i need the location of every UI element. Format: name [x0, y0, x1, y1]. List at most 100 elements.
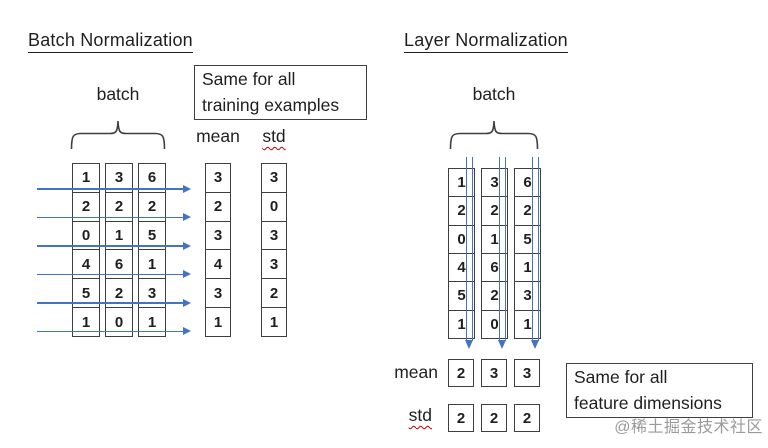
bn-batch-label: batch: [96, 84, 140, 104]
matrix-cell: 2: [139, 191, 165, 221]
col-arrow-head-icon: [464, 340, 473, 349]
layer-norm-title: Layer Normalization: [404, 30, 568, 53]
row-arrow-line: [37, 245, 184, 247]
row-arrow-head-icon: [183, 184, 191, 193]
col-arrow-line: [471, 157, 474, 341]
ln-std-label: std: [388, 405, 432, 426]
matrix-cell: 0: [73, 220, 99, 250]
bn-batch-brace-icon: [70, 120, 166, 150]
matrix-cell: 2: [482, 196, 507, 224]
matrix-cell: 6: [147, 169, 157, 187]
matrix-cell: 1: [73, 307, 99, 336]
matrix-cell: 2: [106, 278, 132, 307]
matrix-cell: 6: [482, 252, 507, 281]
matrix-cell: 4: [73, 249, 99, 278]
matrix-cell: 1: [262, 307, 286, 336]
col-arrow-head-icon: [497, 340, 506, 349]
row-arrow-head-icon: [183, 241, 191, 250]
matrix-cell: 1: [81, 169, 91, 187]
matrix-cell: 4: [206, 249, 230, 278]
matrix-cell: 2: [73, 191, 99, 221]
row-arrow-line: [37, 216, 184, 219]
bn-mean-label: mean: [196, 126, 240, 146]
row-arrow-line: [37, 330, 184, 333]
matrix-cell: 5: [73, 278, 99, 307]
matrix-cell: 5: [515, 224, 540, 253]
matrix-cell: 3: [206, 220, 230, 250]
ln-std-cell: 2: [514, 404, 540, 432]
ln-std-label-text: std: [408, 405, 432, 425]
matrix-cell: 1: [515, 252, 540, 281]
row-arrow-line: [37, 273, 184, 276]
matrix-cell: 3: [114, 169, 124, 187]
col-arrow-line: [465, 157, 468, 341]
matrix-cell: 1: [139, 249, 165, 278]
row-arrow-head-icon: [183, 213, 191, 222]
matrix-cell: 1: [106, 220, 132, 250]
matrix-cell: 2: [206, 191, 230, 221]
matrix-cell: 1: [449, 309, 474, 338]
matrix-cell: 5: [449, 281, 474, 309]
matrix-cell: 2: [449, 196, 474, 224]
ln-note-box: Same for all feature dimensions: [566, 363, 753, 418]
ln-mean-label: mean: [394, 362, 438, 382]
ln-std-cell: 2: [481, 404, 507, 432]
matrix-cell: 2: [482, 281, 507, 309]
row-arrow-line: [37, 302, 184, 304]
matrix-cell: 4: [449, 252, 474, 281]
matrix-cell: 3: [262, 220, 286, 250]
matrix-cell: 0: [262, 191, 286, 221]
bn-note-line2: training examples: [202, 94, 340, 115]
matrix-cell: 3: [213, 169, 223, 187]
matrix-cell: 3: [269, 169, 279, 187]
ln-batch-brace-icon: [449, 120, 539, 150]
bn-note-line1: Same for all: [202, 69, 296, 89]
ln-mean-cell: 2: [448, 359, 474, 387]
matrix-cell: 1: [515, 309, 540, 338]
matrix-cell: 1: [482, 224, 507, 253]
matrix-cell: 2: [515, 196, 540, 224]
ln-note-line1: Same for all: [574, 367, 668, 387]
row-arrow-line: [37, 188, 184, 190]
matrix-cell: 0: [106, 307, 132, 336]
matrix-cell: 3: [262, 249, 286, 278]
matrix-cell: 0: [482, 309, 507, 338]
bn-std-label: std: [254, 126, 294, 147]
ln-std-cell: 2: [448, 404, 474, 432]
matrix-cell: 3: [490, 174, 499, 192]
col-arrow-line: [504, 157, 507, 341]
col-arrow-line: [537, 157, 540, 341]
col-arrow-line: [498, 157, 501, 341]
matrix-cell: 5: [139, 220, 165, 250]
bn-std-label-text: std: [262, 126, 286, 146]
matrix-cell: 0: [449, 224, 474, 253]
row-arrow-head-icon: [183, 270, 191, 279]
matrix-cell: 6: [106, 249, 132, 278]
ln-note-line2: feature dimensions: [574, 392, 722, 413]
ln-mean-cell: 3: [514, 359, 540, 387]
ln-batch-label: batch: [472, 84, 516, 104]
matrix-cell: 2: [106, 191, 132, 221]
matrix-cell: 1: [139, 307, 165, 336]
bn-note-box: Same for all training examples: [194, 65, 367, 120]
batch-norm-title: Batch Normalization: [28, 30, 193, 53]
matrix-cell: 1: [206, 307, 230, 336]
watermark: @稀土掘金技术社区: [614, 419, 763, 436]
matrix-cell: 3: [515, 281, 540, 309]
matrix-cell: 2: [262, 278, 286, 307]
matrix-cell: 3: [139, 278, 165, 307]
row-arrow-head-icon: [183, 327, 191, 336]
row-arrow-head-icon: [183, 298, 191, 307]
matrix-cell: 6: [523, 174, 532, 192]
col-arrow-head-icon: [530, 340, 539, 349]
ln-mean-cell: 3: [481, 359, 507, 387]
